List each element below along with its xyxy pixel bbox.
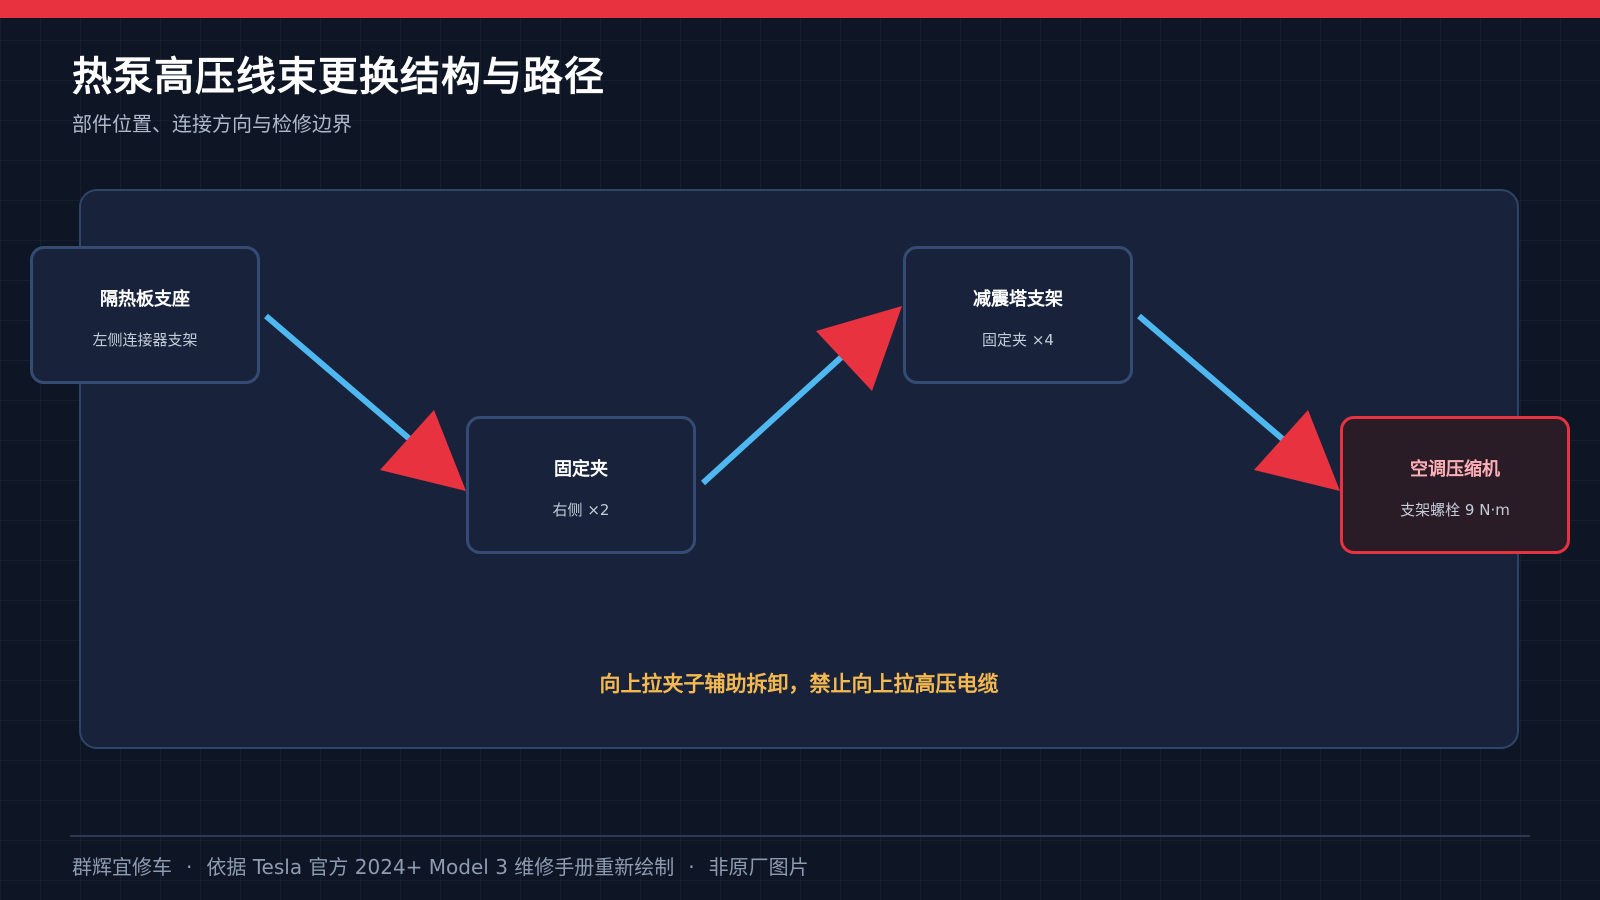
page-title: 热泵高压线束更换结构与路径: [72, 54, 605, 100]
node-title: 空调压缩机: [1410, 459, 1500, 480]
top-accent-bar: [0, 0, 1600, 18]
node-heat-shield-mount: 隔热板支座 左侧连接器支架: [30, 246, 260, 384]
footer-note: 非原厂图片: [708, 855, 809, 879]
node-subtitle: 固定夹 ×4: [982, 331, 1054, 349]
node-subtitle: 右侧 ×2: [552, 501, 610, 519]
footer-brand: 群辉宜修车: [72, 855, 172, 879]
footer-divider: [70, 835, 1530, 837]
footer-separator: ·: [688, 855, 695, 879]
node-retaining-clip: 固定夹 右侧 ×2: [466, 416, 696, 554]
node-ac-compressor: 空调压缩机 支架螺栓 9 N·m: [1340, 416, 1570, 554]
page-subtitle: 部件位置、连接方向与检修边界: [72, 112, 352, 136]
node-title: 固定夹: [554, 459, 608, 480]
node-subtitle: 支架螺栓 9 N·m: [1400, 501, 1510, 519]
arrow-1: [264, 313, 466, 491]
arrow-3: [1137, 313, 1340, 491]
footer: 群辉宜修车 · 依据 Tesla 官方 2024+ Model 3 维修手册重新绘制…: [72, 851, 809, 880]
node-title: 减震塔支架: [973, 289, 1063, 310]
node-shock-tower-bracket: 减震塔支架 固定夹 ×4: [903, 246, 1133, 384]
arrow-2: [700, 306, 902, 486]
node-subtitle: 左侧连接器支架: [92, 331, 198, 349]
footer-source: 依据 Tesla 官方 2024+ Model 3 维修手册重新绘制: [206, 855, 675, 879]
node-title: 隔热板支座: [100, 289, 190, 310]
footer-separator: ·: [186, 855, 193, 879]
warning-note: 向上拉夹子辅助拆卸，禁止向上拉高压电缆: [599, 672, 999, 696]
